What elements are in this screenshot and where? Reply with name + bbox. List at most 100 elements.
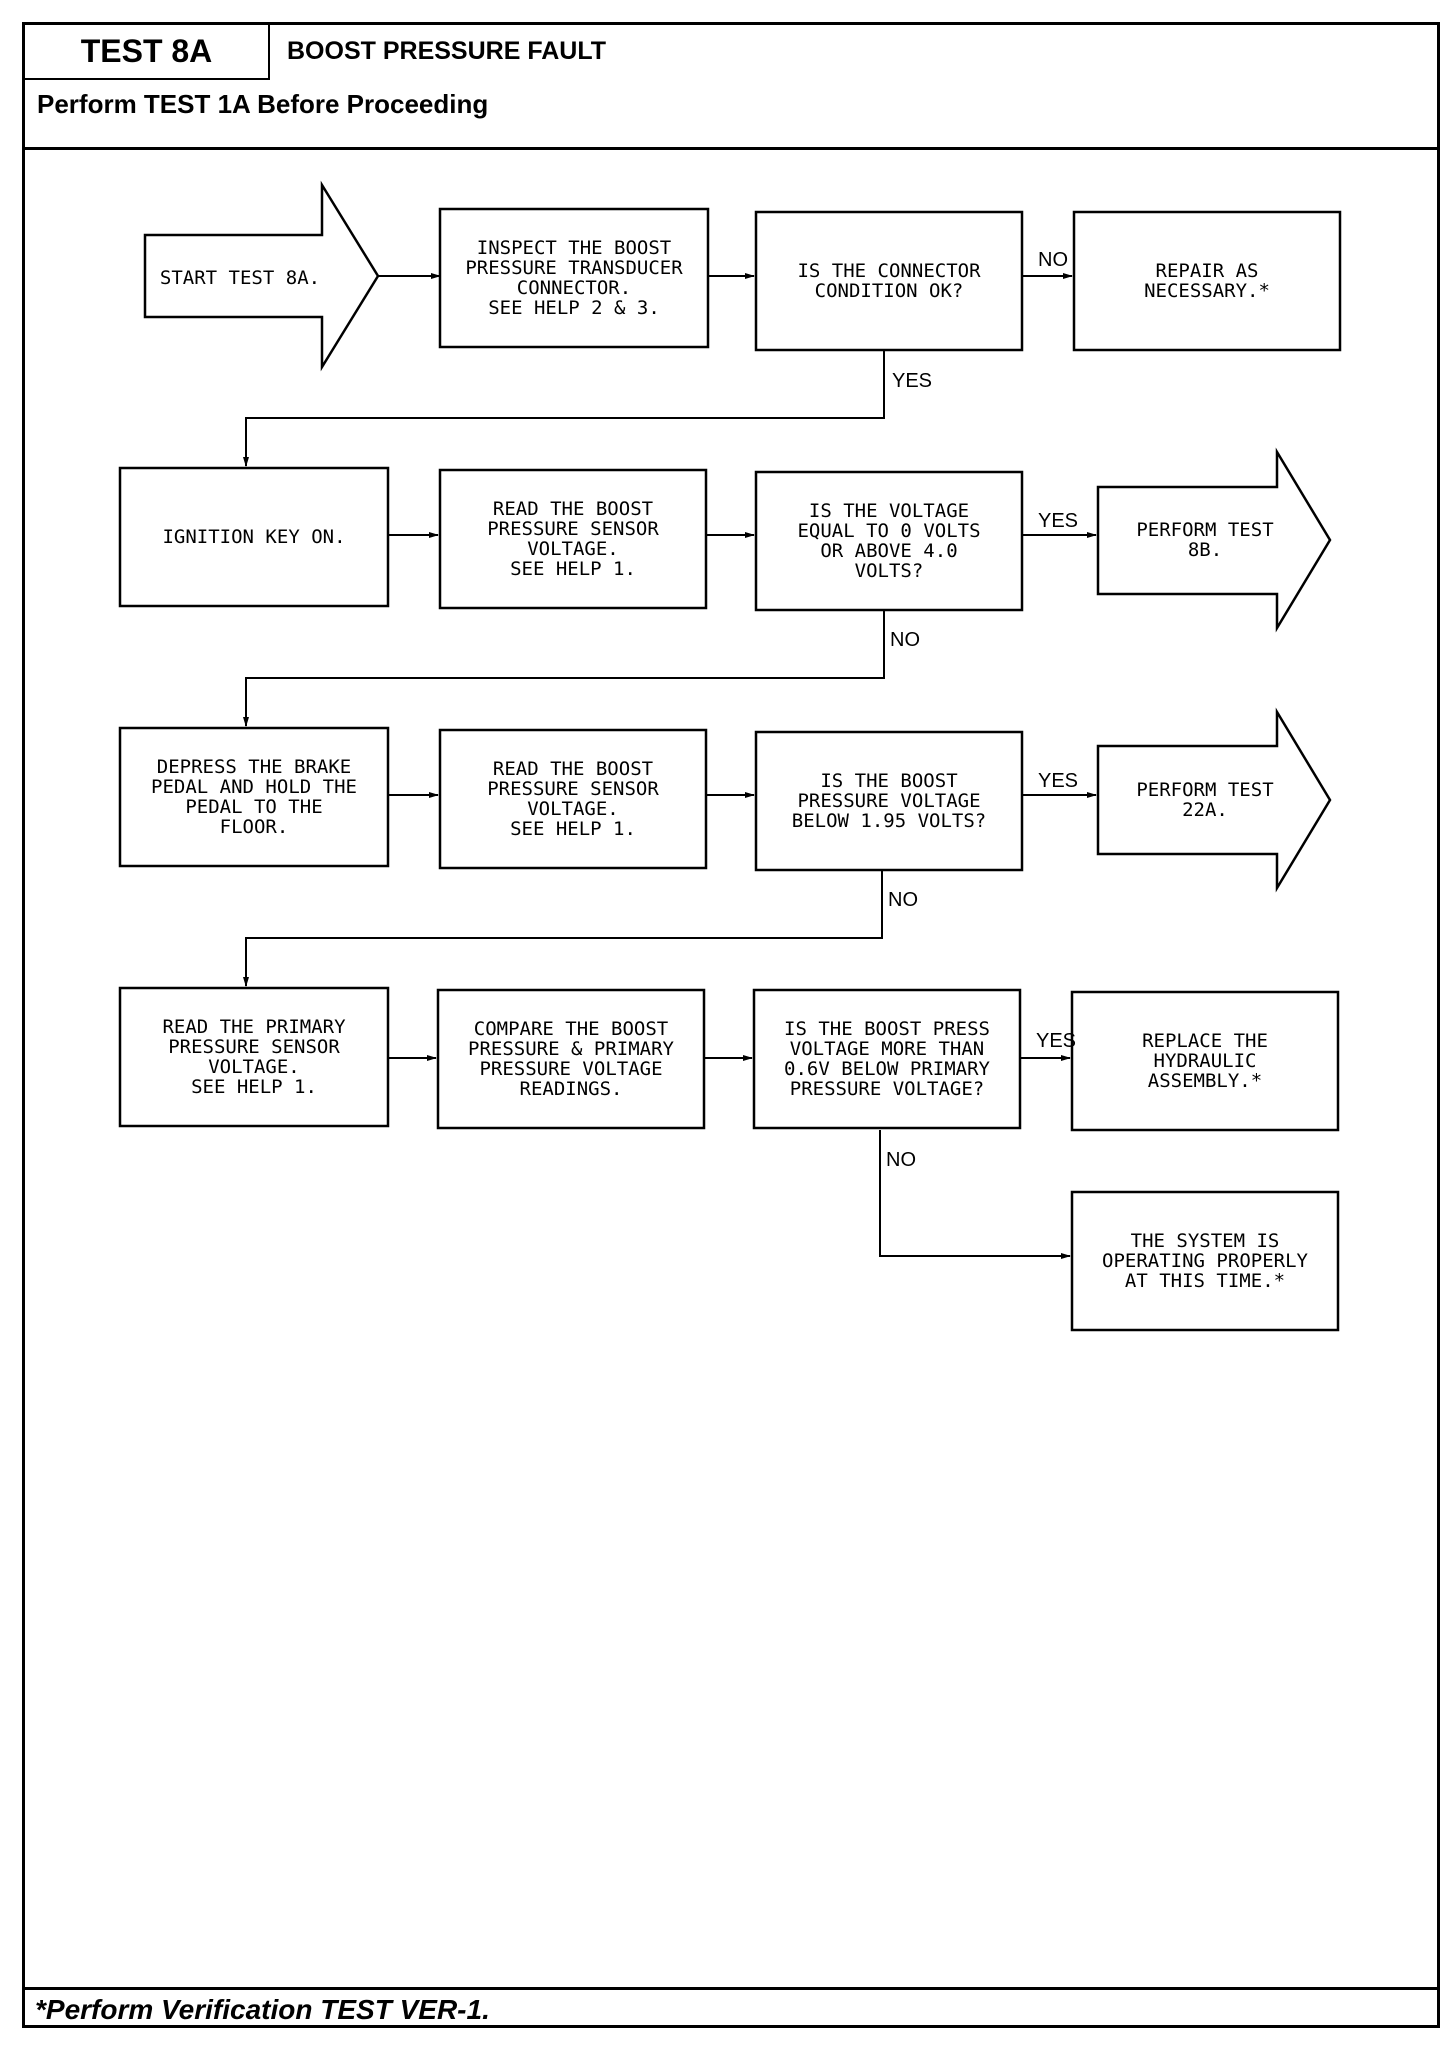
node-line: PRESSURE VOLTAGE [797,790,980,812]
node-line: PRESSURE VOLTAGE? [790,1078,984,1100]
node-line: REPLACE THE [1142,1030,1268,1052]
node-line: DEPRESS THE BRAKE [157,756,351,778]
connector-ok-box [754,210,1024,352]
edge-label-compare-no: NO [886,1149,916,1171]
node-line: VOLTAGE. [208,1056,300,1078]
voltage-check-box [754,470,1024,612]
node-text-start: START TEST 8A. [160,267,320,289]
node-line: VOLTS? [855,560,924,582]
read-boost-2-box [438,728,708,870]
node-line: IS THE VOLTAGE [809,500,969,522]
perform-22a-arrow-shape [1096,707,1332,893]
node-line: IS THE CONNECTOR [797,260,981,282]
edge-labels: NO YES YES NO YES NO YES NO [886,249,1078,1171]
system-ok-box [1070,1190,1340,1332]
edge-label-boost-yes: YES [1038,770,1078,792]
replace-hydraulic-box [1070,990,1340,1132]
node-line: PRESSURE VOLTAGE [479,1058,662,1080]
node-line: REPAIR AS [1156,260,1259,282]
inspect-connector-box [438,207,710,349]
start-arrow-shape [143,180,380,372]
test-id: TEST 8A [25,25,270,80]
node-line: 8B. [1188,539,1222,561]
boost-below-box [754,730,1024,872]
flow-shapes [118,180,1342,1332]
node-line: READ THE BOOST [493,758,653,780]
node-line: READINGS. [520,1078,623,1100]
node-line: ASSEMBLY.* [1148,1070,1262,1092]
page-frame: TEST 8A BOOST PRESSURE FAULT Perform TES… [22,22,1440,2028]
node-line: PERFORM TEST [1136,519,1273,541]
arrow-boost-no [243,870,883,987]
node-line: HYDRAULIC [1154,1050,1257,1072]
prerequisite-note: Perform TEST 1A Before Proceeding [25,80,1437,150]
node-line: PRESSURE SENSOR [487,778,659,800]
node-line: READ THE BOOST [493,498,653,520]
node-line: IS THE BOOST PRESS [784,1018,990,1040]
node-line: IS THE BOOST [820,770,957,792]
edge-label-connector-yes: YES [892,370,932,392]
node-line: SEE HELP 1. [510,558,636,580]
ignition-on-box [118,466,390,608]
footer-note: *Perform Verification TEST VER-1. [25,1987,1437,2028]
test-title: BOOST PRESSURE FAULT [287,37,607,65]
flow-connectors [243,273,1097,1259]
edge-label-connector-no: NO [1038,249,1068,271]
node-line: EQUAL TO 0 VOLTS [797,520,980,542]
node-line: PRESSURE & PRIMARY [468,1038,674,1060]
read-primary-box [118,986,390,1128]
node-line: PERFORM TEST [1136,779,1273,801]
node-line: PRESSURE TRANSDUCER [465,257,683,279]
node-line: 0.6V BELOW PRIMARY [784,1058,990,1080]
arrow-connector-yes [243,350,885,467]
perform-8b-arrow-shape [1096,447,1332,633]
node-line: 22A. [1182,799,1228,821]
node-line: CONDITION OK? [815,280,964,302]
node-line: START TEST 8A. [160,267,320,289]
node-line: COMPARE THE BOOST [474,1018,668,1040]
node-line: PEDAL AND HOLD THE [151,776,357,798]
node-line: BELOW 1.95 VOLTS? [792,810,986,832]
node-line: SEE HELP 2 & 3. [488,297,660,319]
node-line: AT THIS TIME.* [1125,1270,1285,1292]
node-line: FLOOR. [220,816,289,838]
arrow-voltage-no [243,610,885,727]
depress-brake-box [118,726,390,868]
node-line: OR ABOVE 4.0 [820,540,957,562]
node-line: NECESSARY.* [1144,280,1270,302]
node-line: PEDAL TO THE [185,796,322,818]
node-line: OPERATING PROPERLY [1102,1250,1308,1272]
node-line: VOLTAGE MORE THAN [790,1038,984,1060]
boost-vs-primary-box [752,988,1022,1130]
node-line: PRESSURE SENSOR [168,1036,340,1058]
node-line: VOLTAGE. [527,538,619,560]
node-line: VOLTAGE. [527,798,619,820]
node-line: SEE HELP 1. [191,1076,317,1098]
node-line: PRESSURE SENSOR [487,518,659,540]
edge-label-boost-no: NO [888,889,918,911]
node-line: READ THE PRIMARY [162,1016,346,1038]
node-line: SEE HELP 1. [510,818,636,840]
repair-box [1072,210,1342,352]
edge-label-voltage-no: NO [890,629,920,651]
node-line: INSPECT THE BOOST [477,237,671,259]
read-boost-1-box [438,468,708,610]
node-text-ignition-on: IGNITION KEY ON. [162,526,345,548]
arrow-check-no [879,1130,1071,1259]
